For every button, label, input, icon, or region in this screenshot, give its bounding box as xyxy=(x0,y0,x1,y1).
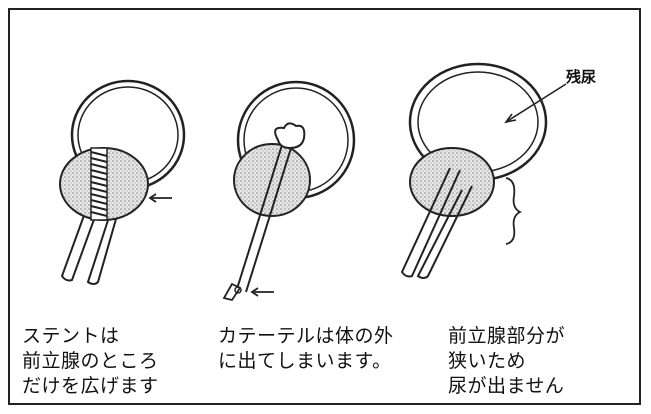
caption-line: ステントは xyxy=(22,325,120,347)
caption-line: だけを広げます xyxy=(22,375,159,397)
catheter-tube xyxy=(235,144,293,293)
urethra-shape xyxy=(60,209,119,285)
catheter-balloon xyxy=(274,122,306,150)
panel-stent xyxy=(59,79,186,285)
urethra-shape xyxy=(400,167,473,279)
stent-coil xyxy=(90,147,108,221)
caption-line: 前立腺部分が xyxy=(448,325,566,347)
caption-line: 前立腺のところ xyxy=(22,350,159,372)
caption-line: に出てしまいます。 xyxy=(218,350,392,372)
bracket-icon xyxy=(505,177,523,245)
caption-narrow: 前立腺部分が 狭いため 尿が出ません xyxy=(448,324,565,399)
arrow-icon xyxy=(504,83,567,124)
caption-stent: ステントは 前立腺のところ だけを広げます xyxy=(22,324,159,399)
caption-line: 尿が出ません xyxy=(448,375,565,397)
panel-catheter xyxy=(222,80,356,302)
caption-catheter: カテーテルは体の外 に出てしまいます。 xyxy=(218,324,394,374)
arrow-icon xyxy=(148,193,172,203)
arrow-icon xyxy=(250,287,274,297)
residual-urine-label: 残尿 xyxy=(566,68,597,86)
panel-narrow xyxy=(400,62,567,279)
prostate-shape xyxy=(409,147,495,217)
caption-line: 狭いため xyxy=(448,350,527,372)
caption-line: カテーテルは体の外 xyxy=(218,325,394,347)
